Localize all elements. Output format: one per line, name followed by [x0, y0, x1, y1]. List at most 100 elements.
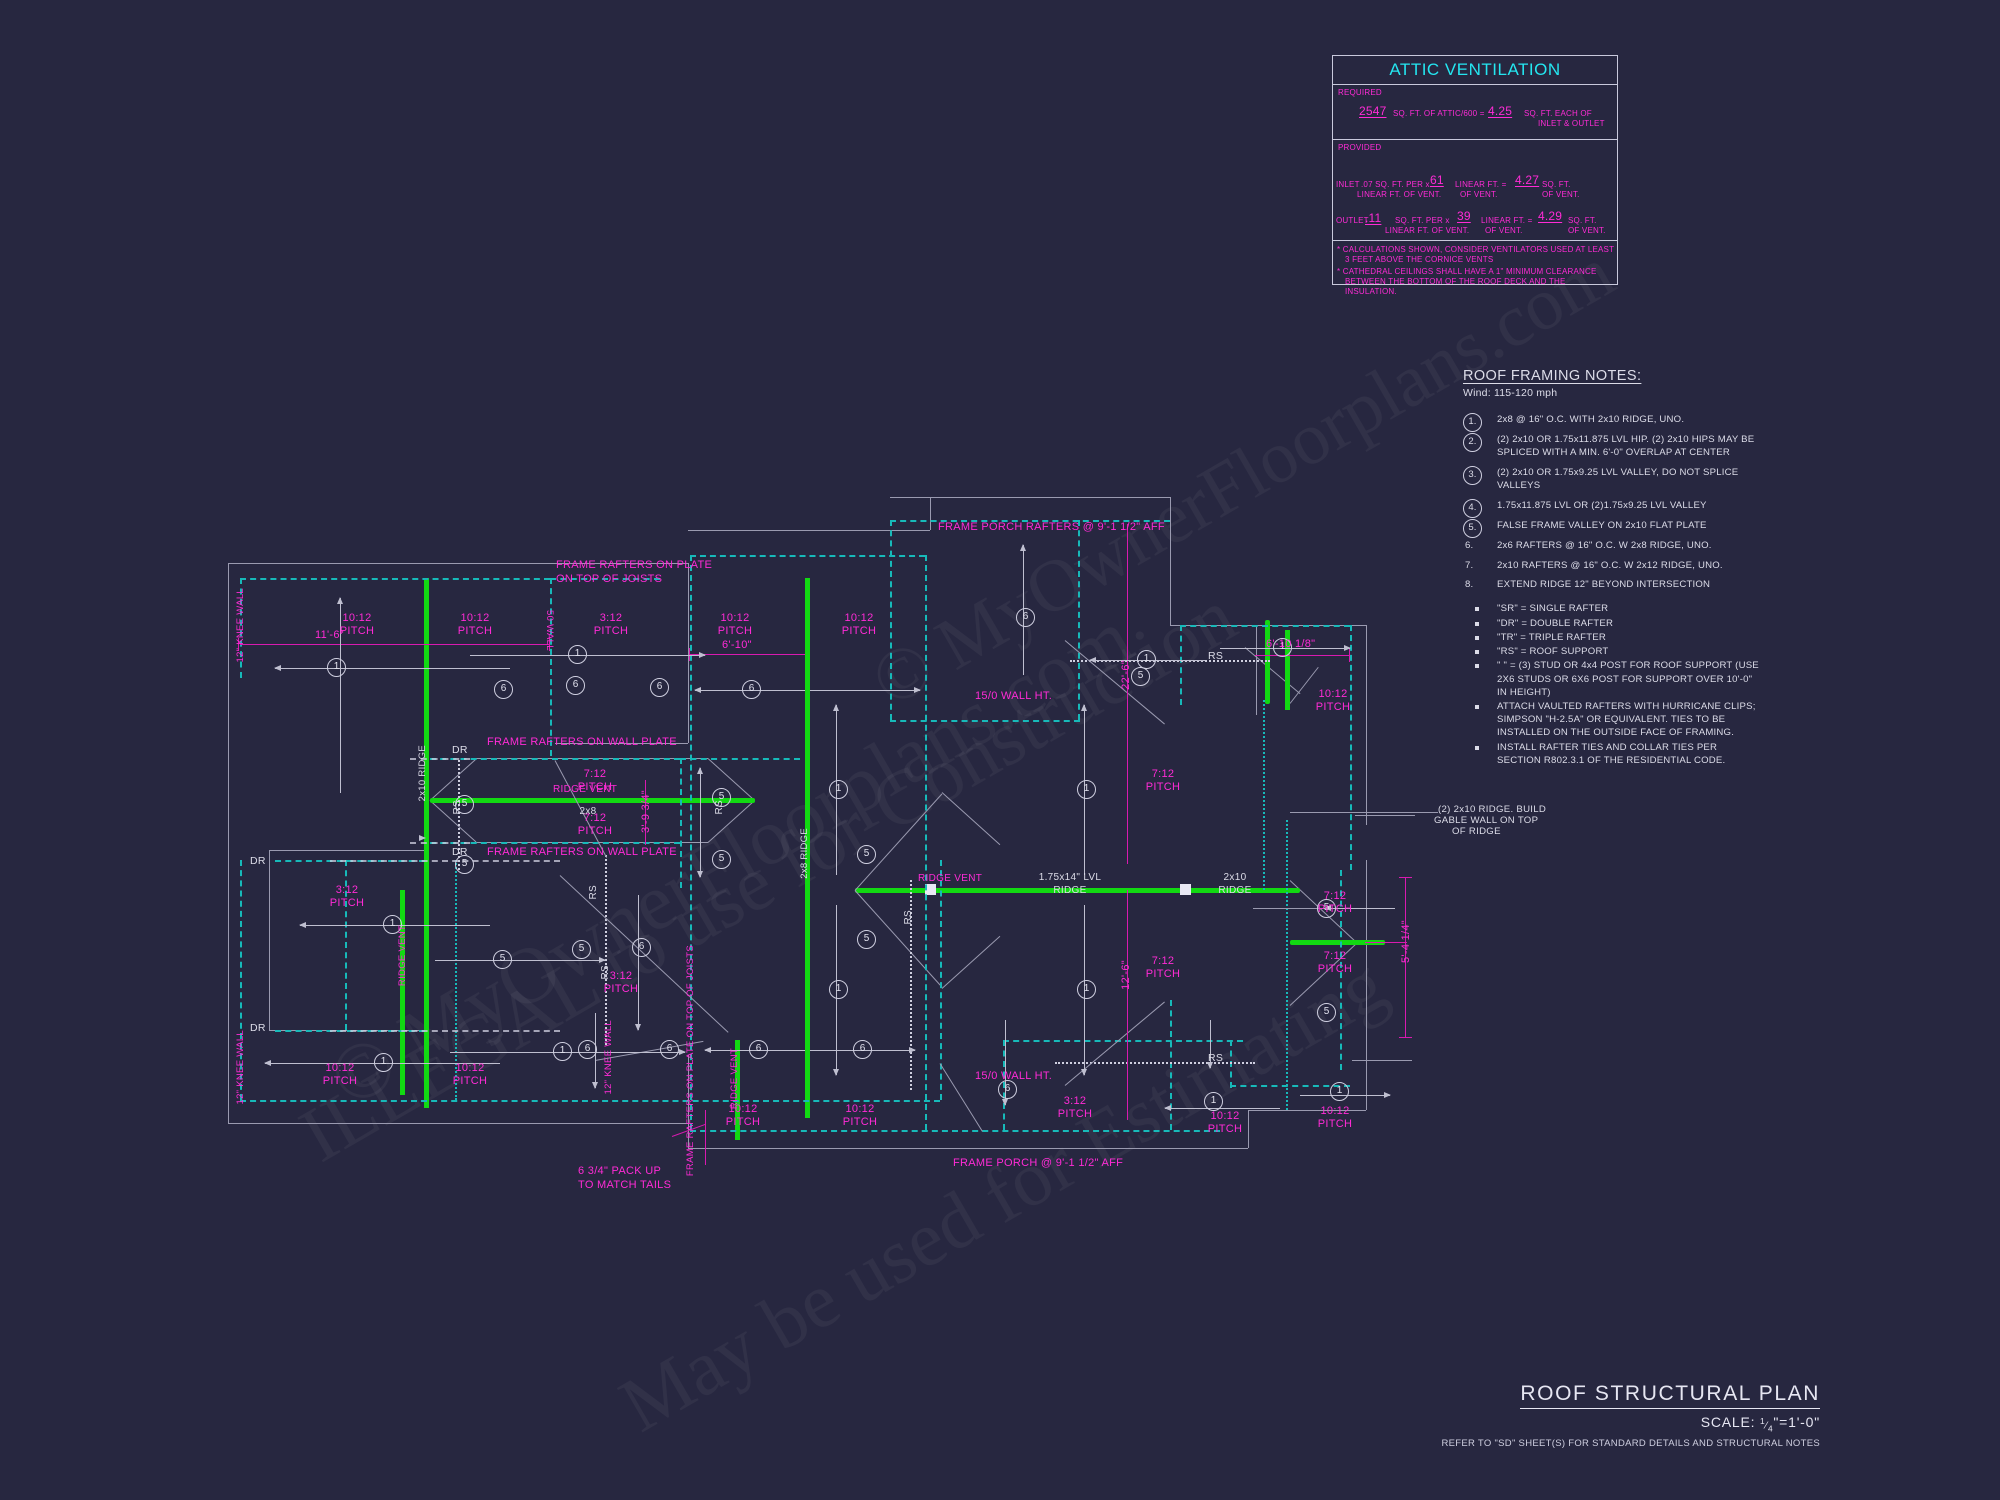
callout-knee-wall-1: 12" KNEE WALL: [235, 588, 246, 663]
rafter-arrow-25: [697, 767, 703, 840]
vent-required-text2: SQ. FT. EACH OF: [1524, 109, 1592, 118]
vent-provided-section: PROVIDED INLET .07 SQ. FT. PER x LINEAR …: [1333, 140, 1617, 241]
dim-text-7: 5'-4 1/4": [1400, 920, 1412, 963]
ridge-main: [855, 888, 1300, 893]
callout-knee-wall-2: 12" KNEE WALL: [235, 1030, 246, 1105]
pitch-ratio: 7:12: [583, 812, 607, 824]
dr-line-2: [330, 1030, 560, 1032]
note-bullet: "TR" = TRIPLE RAFTER: [1463, 631, 1763, 644]
vent-outlet-rate-text: SQ. FT. PER x: [1395, 216, 1450, 225]
callout-frame-rafters-wall-plate-2: FRAME RAFTERS ON WALL PLATE: [487, 846, 677, 858]
overhang-dash-right-1: [550, 578, 552, 756]
label-rs-1: RS: [452, 800, 463, 815]
pitch-word: PITCH: [577, 780, 613, 793]
vent-required-text3: INLET & OUTLET: [1538, 119, 1605, 128]
overhang-dash-porch-left: [890, 520, 892, 720]
label-ridge-vent-left: RIDGE VENT: [397, 925, 408, 987]
plan-ref-21: 6: [660, 1040, 679, 1059]
hex-nw: [429, 758, 477, 801]
callout-frame-porch-rafters: FRAME PORCH RAFTERS @ 9'-1 1/2" AFF: [938, 521, 1165, 533]
note-bullet: "SR" = SINGLE RAFTER: [1463, 602, 1763, 615]
dim-tick-1b: [549, 638, 550, 651]
label-dr-1: DR: [452, 744, 468, 756]
plan-ref-20: 6: [578, 1040, 597, 1059]
dotted-white-1: [458, 760, 460, 870]
outline-midleft-upper: [688, 563, 689, 743]
rafter-arrow-22: [1207, 1020, 1213, 1069]
dotted-cyan-3: [1263, 700, 1265, 890]
pitch-ratio: 10:12: [455, 1062, 485, 1074]
label-rs-6: RS: [1208, 650, 1224, 662]
vent-required-area: 2547: [1359, 104, 1387, 118]
plan-ref-32: 5: [712, 850, 731, 869]
outline-inner-top: [269, 850, 429, 851]
overhang-dash-rw-right: [1350, 625, 1352, 870]
pitch-ratio: 10:12: [728, 1103, 758, 1115]
outline-mid-ledge: [555, 743, 688, 744]
pitch-ratio: 7:12: [1151, 955, 1175, 967]
overhang-dash-top-2: [550, 578, 660, 580]
pitch-word: PITCH: [603, 982, 639, 995]
pitch-label: 3:12 PITCH: [312, 884, 382, 909]
outline-rightwing-right2: [1366, 860, 1367, 1110]
overhang-dash-mid-top: [680, 758, 800, 760]
dr-line-1: [330, 860, 560, 862]
rafter-line-27b: [1253, 908, 1328, 909]
ridge-vent-left2: [400, 890, 405, 1095]
pitch-word: PITCH: [1317, 902, 1353, 915]
gable-leader-line: [1380, 812, 1438, 813]
pitch-ratio: 10:12: [1320, 1105, 1350, 1117]
plan-ref-27: 5: [1317, 899, 1336, 918]
dim-tick-7a: [1399, 877, 1412, 878]
pitch-label: 10:12 PITCH: [440, 612, 510, 637]
gable-leader-line-2: [1290, 812, 1380, 813]
vent-outlet-label: OUTLET: [1336, 216, 1369, 225]
vent-inlet-result: 4.27: [1515, 173, 1540, 187]
scale-line: SCALE: 1⁄4"=1'-0": [1160, 1414, 1820, 1433]
dim-line-packup: [705, 1110, 706, 1165]
plan-ref-1: 1: [327, 658, 346, 677]
plan-ref-4: 6: [566, 676, 585, 695]
notes-title: ROOF FRAMING NOTES:: [1463, 368, 1642, 384]
pitch-word: PITCH: [1317, 962, 1353, 975]
dotted-white-rs1: [1070, 660, 1270, 662]
dotted-cyan-1: [455, 860, 457, 1100]
pitch-word: PITCH: [725, 1115, 761, 1128]
vent-required-section: REQUIRED 2547 SQ. FT. OF ATTIC/600 = 4.2…: [1333, 85, 1617, 140]
plan-ref-13: 1: [1273, 638, 1292, 657]
note-mark: 1.: [1463, 413, 1482, 432]
outline-rightwing-bl: [1248, 1110, 1249, 1148]
plan-ref-7: 6: [1016, 608, 1035, 627]
label-ridge-vent-main: RIDGE VENT: [918, 873, 983, 884]
callout-wall-ht-1: 15/0 WALL HT.: [975, 690, 1053, 702]
dim-tick-1a: [238, 638, 239, 651]
note-item: 6. 2x6 RAFTERS @ 16" O.C. W 2x8 RIDGE, U…: [1463, 540, 1763, 553]
pitch-word: PITCH: [329, 896, 365, 909]
overhang-dash-hex-bot: [430, 842, 680, 844]
outline-bottom-connect: [1218, 1148, 1248, 1149]
pitch-label: 3:12 PITCH: [586, 970, 656, 995]
callout-wall-ht-2: 15/0 WALL HT.: [975, 1070, 1053, 1082]
outline-center-bottomleft: [688, 1123, 689, 1148]
overhang-dash-porch2-top: [1003, 1040, 1243, 1042]
note-mark: 8.: [1465, 579, 1474, 591]
pitch-label: 7:12 PITCH: [560, 768, 630, 793]
plan-ref-36: 5: [572, 940, 591, 959]
note-bullet: " " = (3) STUD OR 4x4 POST FOR ROOF SUPP…: [1463, 659, 1763, 699]
vent-inlet-unit2: OF VENT.: [1542, 190, 1580, 199]
pitch-ratio: 10:12: [720, 612, 750, 624]
overhang-dash-hex-top: [430, 758, 680, 760]
dim-tick-2a: [689, 648, 690, 661]
overhang-dash-porch-right: [1078, 520, 1080, 720]
pitch-word: PITCH: [1315, 700, 1351, 713]
pitch-ratio: 10:12: [845, 1103, 875, 1115]
vent-outlet-sub1: LINEAR FT. OF VENT.: [1385, 226, 1470, 235]
pitch-label: 10:12 PITCH: [825, 1103, 895, 1128]
note-item: 2. (2) 2x10 OR 1.75x11.875 LVL HIP. (2) …: [1463, 432, 1763, 460]
pitch-label: 10:12 PITCH: [305, 1062, 375, 1087]
dotted-cyan-2: [1286, 820, 1288, 1110]
note-item: 3. (2) 2x10 OR 1.75x9.25 LVL VALLEY, DO …: [1463, 465, 1763, 493]
gable-note-line3: OF RIDGE: [1452, 826, 1501, 838]
title-block: ROOF STRUCTURAL PLAN SCALE: 1⁄4"=1'-0" R…: [1160, 1382, 1820, 1449]
